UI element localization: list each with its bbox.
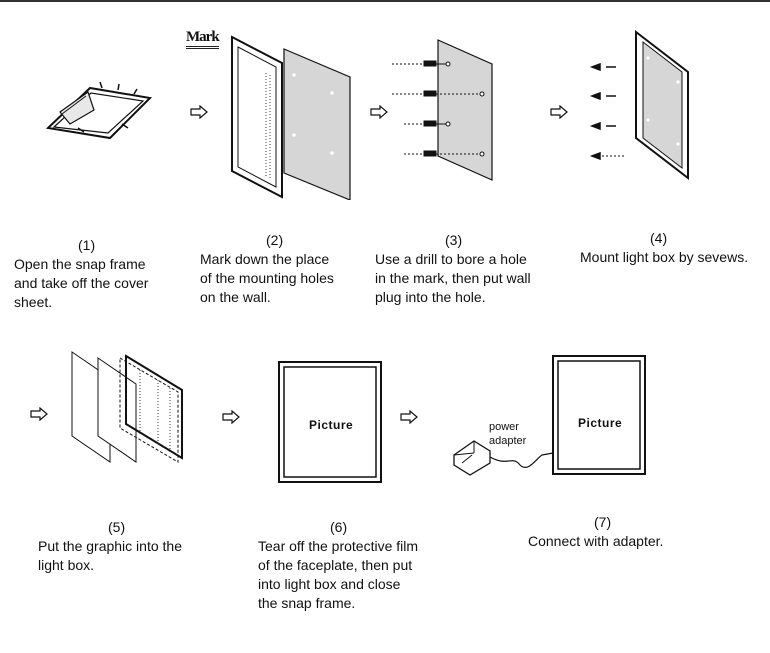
right-outline-arrow-icon <box>550 105 568 119</box>
step-2: (2) Mark down the place of the mounting … <box>200 231 334 307</box>
right-outline-arrow-icon <box>190 105 208 119</box>
graphic-insert-icon <box>71 351 183 463</box>
step-6: (6) Tear off the protective film of the … <box>258 518 418 613</box>
step-1: (1) Open the snap frame and take off the… <box>14 236 148 312</box>
mount-screws-icon <box>589 30 689 180</box>
step-number: (5) <box>108 519 126 535</box>
step-number: (1) <box>78 237 96 253</box>
right-outline-arrow-icon <box>400 410 418 424</box>
right-outline-arrow-icon <box>370 105 388 119</box>
step-description: Put the graphic into the light box. <box>38 538 182 573</box>
framed-picture-icon <box>278 361 382 483</box>
wall-mark-icon <box>231 35 351 200</box>
right-outline-arrow-icon <box>222 410 240 424</box>
picture-label: Picture <box>578 416 623 430</box>
step-description: Mount light box by sevews. <box>580 249 749 265</box>
step-7: (7) Connect with adapter. <box>528 513 663 551</box>
step-description: Open the snap frame and take off the cov… <box>14 256 149 310</box>
picture-label: Picture <box>309 418 354 432</box>
step-5: (5) Put the graphic into the light box. <box>38 518 182 575</box>
step-number: (6) <box>330 519 348 535</box>
power-adapter-label: power adapter <box>489 421 527 447</box>
step-description: Connect with adapter. <box>528 533 664 549</box>
right-outline-arrow-icon <box>30 407 48 421</box>
snap-frame-open-icon <box>45 81 153 140</box>
step-number: (7) <box>594 514 612 530</box>
step-description: Tear off the protective film of the face… <box>258 538 419 611</box>
top-border-line <box>0 0 770 2</box>
step-description: Use a drill to bore a hole in the mark, … <box>375 251 531 305</box>
step-4: (4) Mount light box by sevews. <box>580 229 748 267</box>
step-number: (4) <box>650 230 668 246</box>
drill-wall-plug-icon <box>392 39 493 181</box>
mark-label: Mark <box>186 30 220 49</box>
step-3: (3) Use a drill to bore a hole in the ma… <box>375 231 531 307</box>
step-number: (3) <box>445 232 463 248</box>
step-number: (2) <box>266 232 284 248</box>
step-description: Mark down the place of the mounting hole… <box>200 251 334 305</box>
adapter-connect-icon <box>453 355 646 476</box>
